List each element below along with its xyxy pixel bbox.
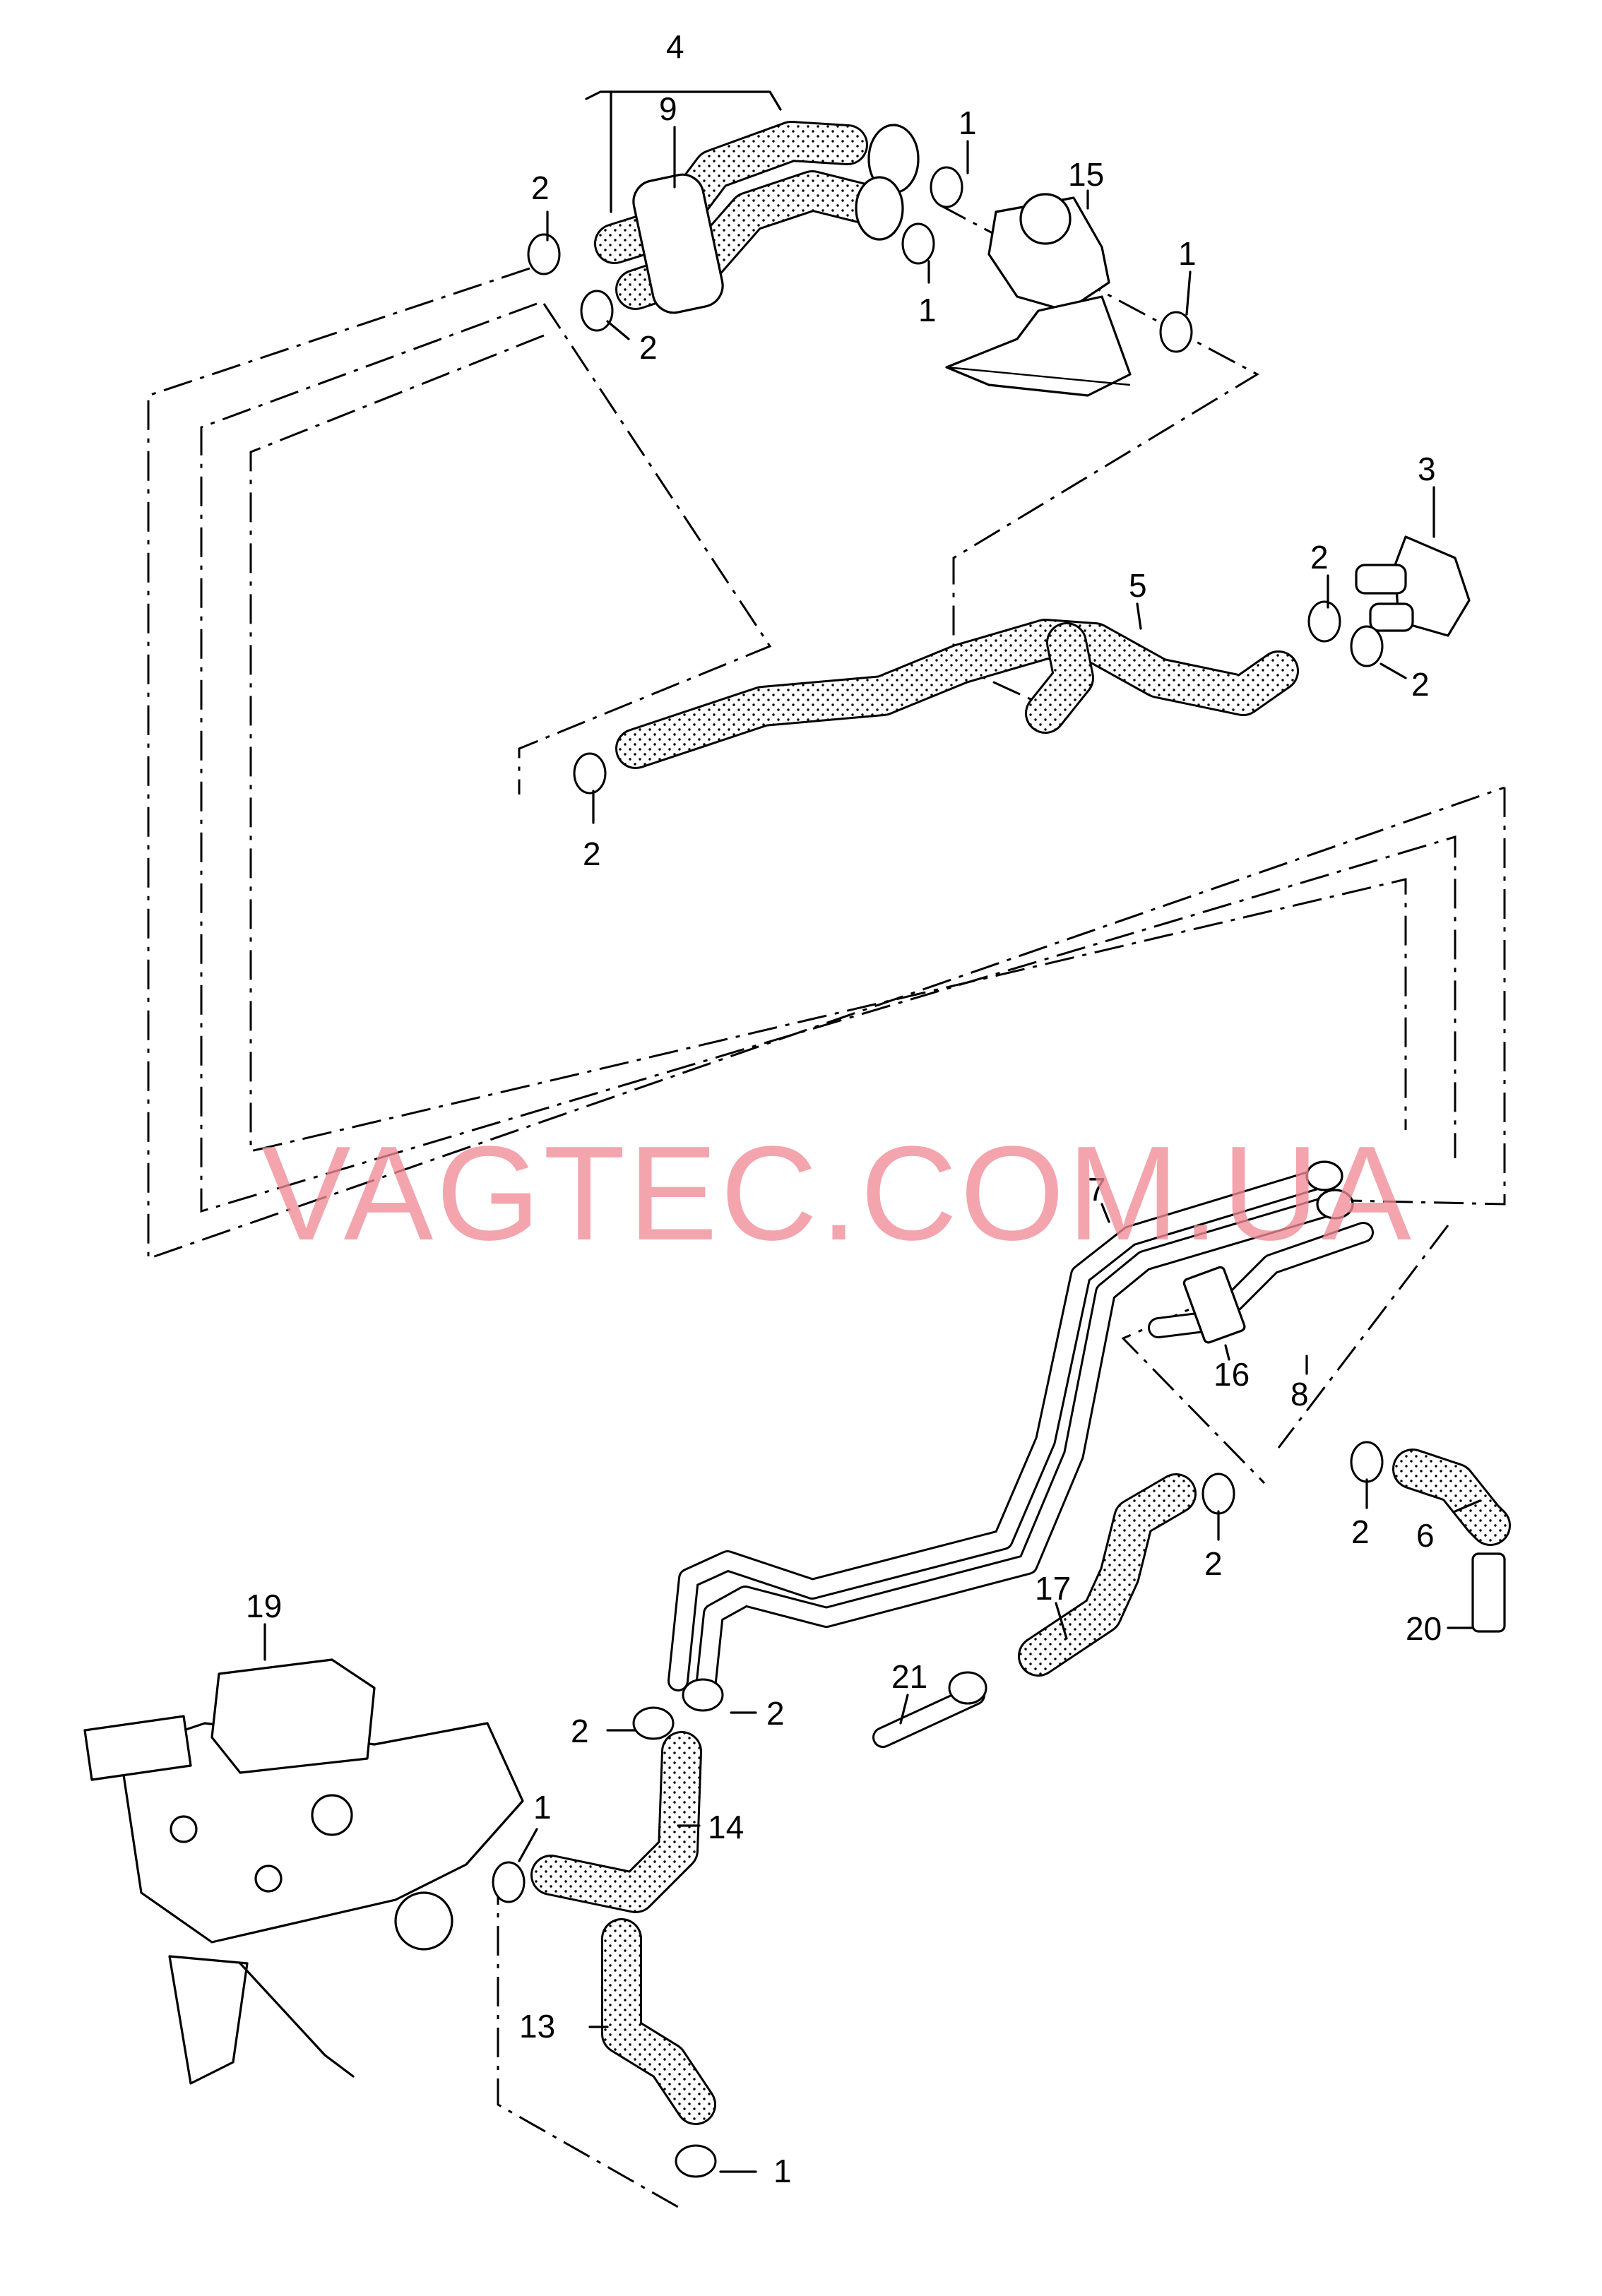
- coolant-pipes-7: [668, 1160, 1374, 1691]
- callout-2: 2: [1351, 1513, 1370, 1550]
- coolant-valve: [945, 193, 1132, 397]
- hose-clamps: [492, 166, 1384, 2178]
- heater-hose-5: [615, 535, 1471, 769]
- callout-9: 9: [659, 90, 677, 127]
- hoses-13-14: [530, 1731, 716, 2125]
- callout-1: 1: [533, 1789, 552, 1826]
- callout-14: 14: [708, 1809, 744, 1845]
- callout-2: 2: [1204, 1545, 1223, 1582]
- callout-4: 4: [666, 28, 684, 65]
- callout-13: 13: [519, 2008, 555, 2045]
- callout-3: 3: [1418, 451, 1436, 487]
- hose-17: [872, 1473, 1197, 1748]
- callout-2: 2: [531, 169, 550, 206]
- callout-15: 15: [1068, 156, 1104, 193]
- callout-17: 17: [1035, 1570, 1071, 1607]
- callout-6: 6: [1416, 1517, 1435, 1554]
- callout-2: 2: [1310, 539, 1329, 576]
- callout-1: 1: [959, 105, 977, 141]
- callout-20: 20: [1406, 1610, 1442, 1647]
- callout-2: 2: [766, 1695, 785, 1732]
- callout-8: 8: [1290, 1376, 1309, 1412]
- callout-1: 1: [918, 292, 937, 328]
- callout-1: 1: [773, 2153, 792, 2189]
- callout-2: 2: [571, 1713, 589, 1749]
- callout-1: 1: [1178, 235, 1197, 272]
- heater-core-pipes: [594, 121, 920, 314]
- auxiliary-heater: [83, 1658, 524, 2085]
- callout-19: 19: [246, 1588, 282, 1624]
- callout-2: 2: [639, 329, 658, 366]
- callout-5: 5: [1129, 567, 1147, 604]
- callouts: 4 9 2 2 1 1 15 1 3 5 2 2 2 7 16 8 2 2 6 …: [246, 28, 1442, 2189]
- callout-2: 2: [1411, 666, 1430, 703]
- leader-lines: [263, 90, 1481, 2173]
- watermark-text: VAGTEC.COM.UA: [261, 1119, 1414, 1268]
- callout-7: 7: [1088, 1171, 1106, 1208]
- callout-16: 16: [1214, 1356, 1250, 1393]
- hose-6: [1392, 1449, 1511, 1633]
- callout-2: 2: [583, 835, 601, 872]
- callout-21: 21: [891, 1658, 927, 1695]
